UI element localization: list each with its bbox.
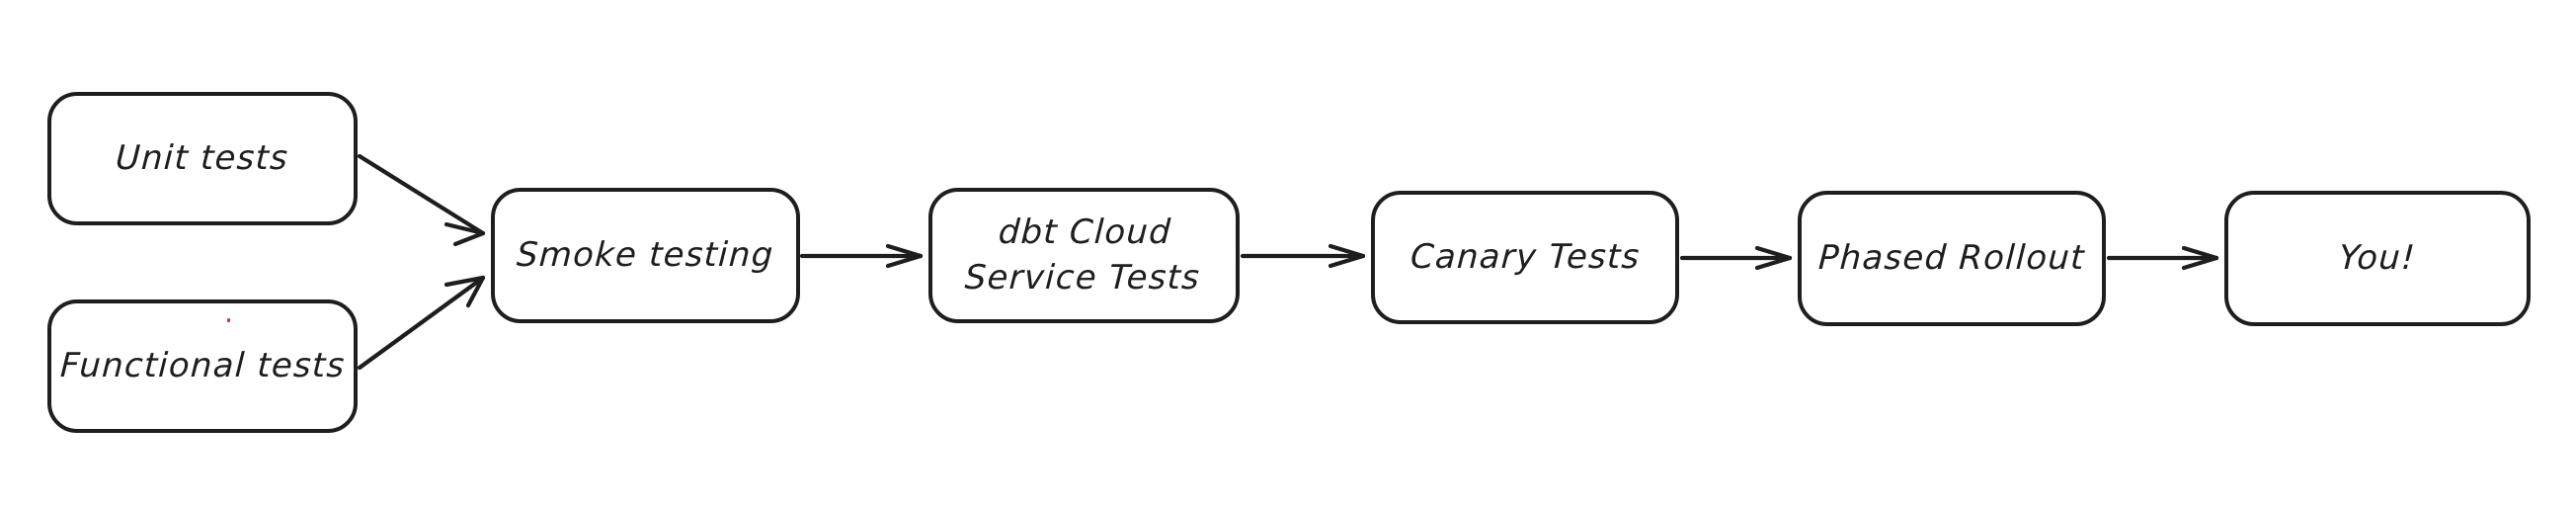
node-label-you: You! [2338,237,2417,278]
node-dbt-cloud-service-tests[interactable]: dbt Cloud Service Tests [928,188,1240,323]
node-canary-tests[interactable]: Canary Tests [1371,191,1679,324]
node-label-phased-rollout: Phased Rollout [1817,237,2086,278]
node-smoke-testing[interactable]: Smoke testing [491,188,800,323]
edge-phased-to-you [2106,245,2219,271]
edge-canary-to-phased [1679,245,1793,271]
node-functional-tests[interactable]: Functional tests [47,299,358,433]
node-label-smoke-testing: Smoke testing [516,234,775,275]
node-label-canary-tests: Canary Tests [1409,236,1642,277]
node-unit-tests[interactable]: Unit tests [47,92,358,225]
node-label-dbt-cloud-service-tests: dbt Cloud Service Tests [964,212,1202,298]
node-phased-rollout[interactable]: Phased Rollout [1798,191,2106,326]
edge-functional-to-smoke [357,275,486,371]
edge-smoke-to-dbt [799,243,924,269]
stray-red-dot [227,318,230,322]
node-label-functional-tests: Functional tests [58,345,347,385]
node-you[interactable]: You! [2224,191,2531,326]
edge-dbt-to-canary [1240,243,1366,269]
edge-unit-to-smoke [357,153,486,247]
node-label-unit-tests: Unit tests [115,137,290,178]
